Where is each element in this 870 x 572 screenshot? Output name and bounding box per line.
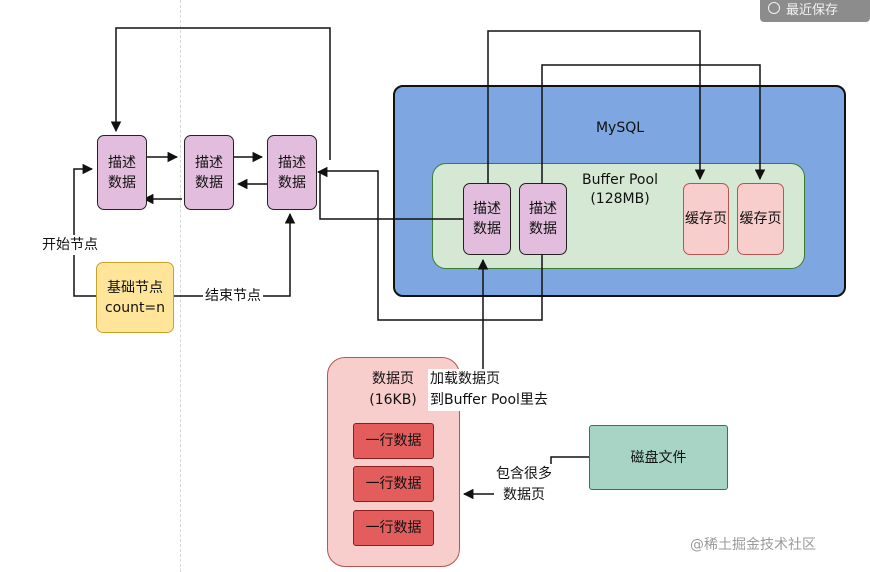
list-node-3[interactable]: 描述 数据 <box>267 135 317 210</box>
pool-desc-block-1[interactable]: 描述 数据 <box>463 183 511 255</box>
contains-pages-label: 包含很多 数据页 <box>494 464 554 506</box>
base-node[interactable]: 基础节点 count=n <box>96 262 174 333</box>
clock-icon <box>768 2 780 14</box>
arrow-desc1-cache1 <box>487 30 706 183</box>
end-node-label: 结束节点 <box>203 286 263 306</box>
divider-dashed <box>180 0 181 572</box>
list-node-2[interactable]: 描述 数据 <box>184 135 234 210</box>
arrow-desc2-cache2 <box>541 64 766 183</box>
arrow-start-node <box>73 163 96 297</box>
arrow-top-loop <box>110 27 331 160</box>
recent-save-button[interactable]: 最近保存 <box>760 0 870 22</box>
buffer-pool-title: Buffer Pool (128MB) <box>582 172 658 207</box>
data-row-2[interactable]: 一行数据 <box>353 466 434 502</box>
disk-file-box[interactable]: 磁盘文件 <box>589 425 728 490</box>
arrow-end-node <box>174 212 296 297</box>
pool-desc-block-2[interactable]: 描述 数据 <box>519 183 567 255</box>
list-node-1[interactable]: 描述 数据 <box>97 135 147 210</box>
start-node-label: 开始节点 <box>40 235 100 255</box>
data-row-1[interactable]: 一行数据 <box>353 423 434 459</box>
mysql-title: MySQL <box>595 120 645 136</box>
load-to-pool-label: 加载数据页 到Buffer Pool里去 <box>428 369 550 411</box>
data-row-3[interactable]: 一行数据 <box>353 510 434 546</box>
cache-page-2[interactable]: 缓存页 <box>737 183 784 255</box>
arrow-desc2-loop <box>322 170 543 321</box>
data-page-title: 数据页 (16KB) <box>369 371 417 408</box>
watermark: @稀土掘金技术社区 <box>690 537 816 553</box>
recent-save-label: 最近保存 <box>786 2 839 18</box>
arrow-pool-to-list <box>316 166 463 220</box>
cache-page-1[interactable]: 缓存页 <box>683 183 729 255</box>
